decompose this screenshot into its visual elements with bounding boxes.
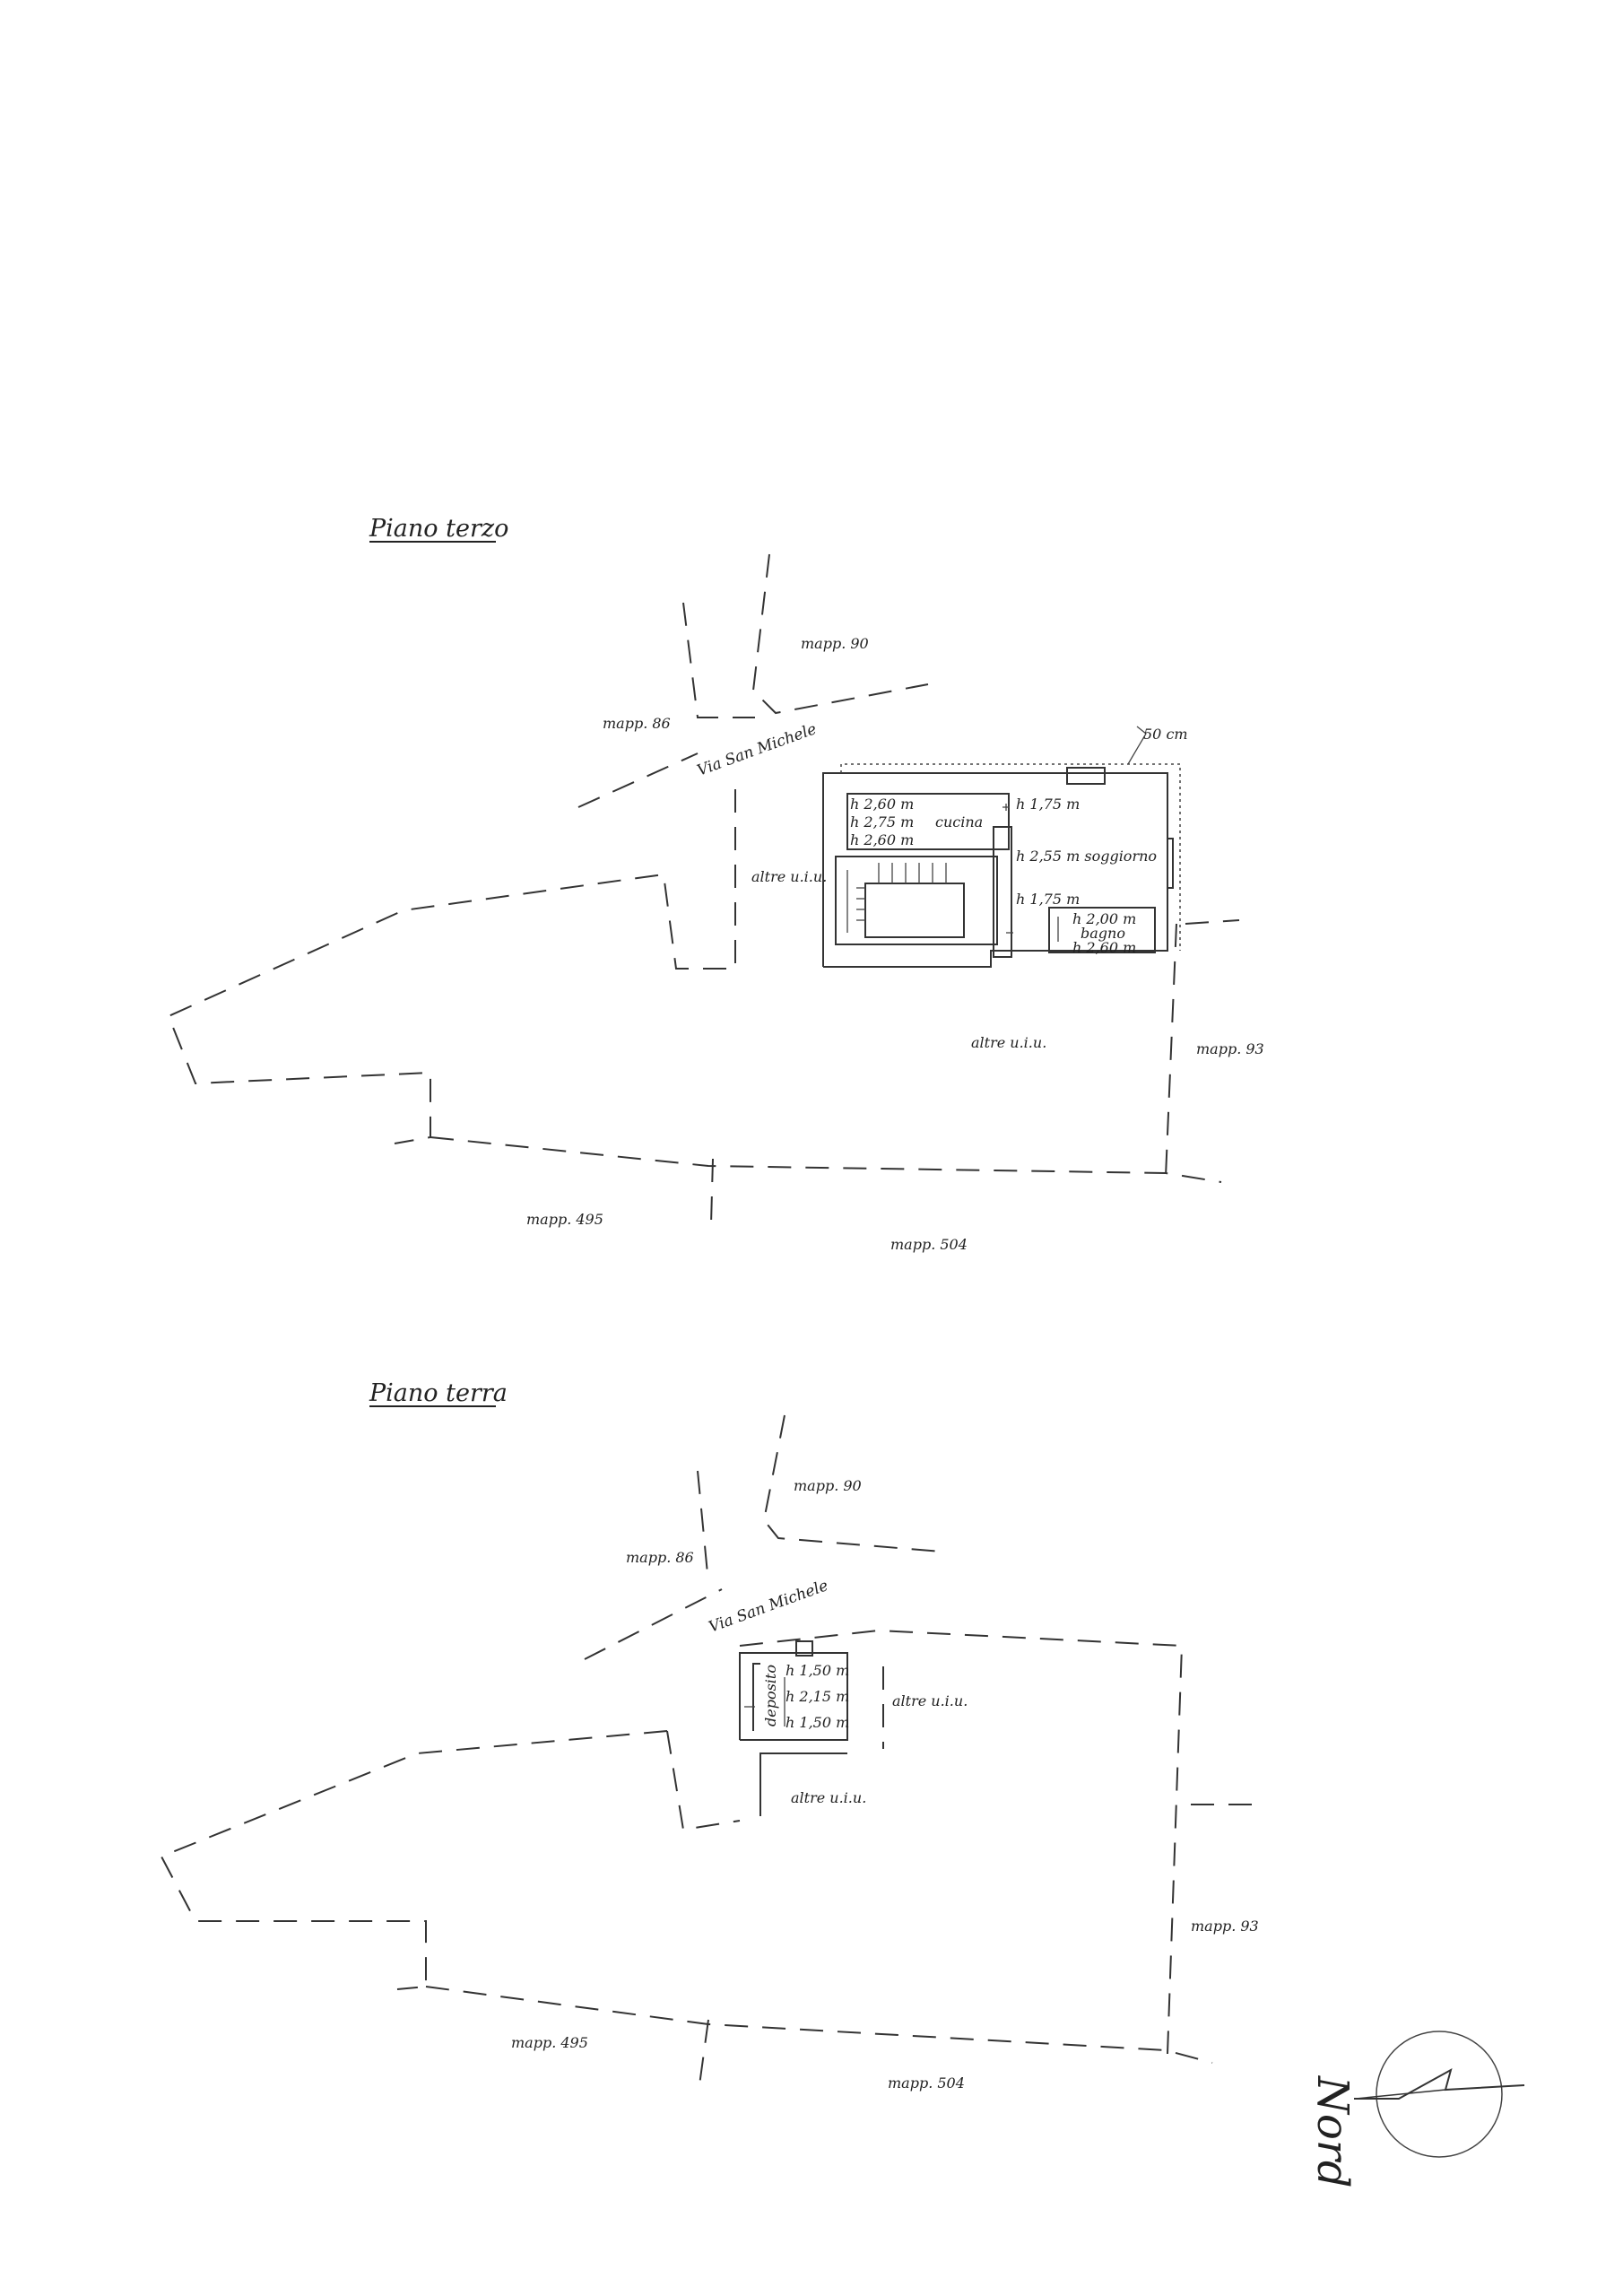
label-altre-uiu-right: altre u.i.u. (892, 1692, 968, 1709)
label-bagno: bagno (1081, 925, 1125, 942)
kitchen-height-3: h 2,60 m (850, 831, 914, 848)
label-mapp-90: mapp. 90 (801, 635, 869, 652)
label-cucina: cucina (935, 813, 983, 831)
kitchen-height-2: h 2,75 m (850, 813, 914, 831)
label-mapp-93: mapp. 93 (1191, 1918, 1259, 1935)
north-label: Nord (1307, 2075, 1358, 2188)
building-outline (822, 726, 1181, 968)
kitchen-room (846, 793, 1010, 850)
dep-height-3: h 1,50 m (785, 1714, 849, 1731)
bathroom-room (1048, 907, 1156, 953)
parcel-boundaries (160, 1414, 1254, 2086)
label-street: Via San Michele (707, 1577, 830, 1637)
bath-height-2: h 2,60 m (1072, 939, 1136, 956)
plan-title: Piano terzo (369, 515, 508, 543)
height-mid: h 1,75 m (1016, 891, 1080, 908)
dep-height-2: h 2,15 m (785, 1688, 849, 1705)
compass-circle-icon (1376, 2031, 1503, 2158)
label-mapp-93: mapp. 93 (1196, 1040, 1264, 1057)
plan-piano-terra: Piano terra mapp. 90 mapp. 86 mapp. 93 (160, 1379, 1259, 2092)
label-dimension-50cm: 50 cm (1143, 726, 1188, 743)
label-mapp-504: mapp. 504 (888, 2074, 965, 2092)
label-mapp-90: mapp. 90 (794, 1477, 862, 1494)
label-mapp-495: mapp. 495 (526, 1211, 603, 1228)
label-street: Via San Michele (695, 720, 819, 780)
bath-height-1: h 2,00 m (1072, 910, 1136, 927)
north-arrow-icon (1354, 2067, 1525, 2100)
building-outline (739, 1640, 848, 1816)
plan-title: Piano terra (369, 1379, 508, 1407)
height-top: h 1,75 m (1016, 796, 1080, 813)
label-soggiorno: h 2,55 m soggiorno (1016, 848, 1157, 865)
kitchen-height-1: h 2,60 m (850, 796, 914, 813)
label-altre-uiu-bottom: altre u.i.u. (791, 1789, 866, 1806)
label-mapp-86: mapp. 86 (626, 1549, 694, 1566)
label-altre-uiu-left: altre u.i.u. (751, 868, 827, 885)
parcel-boundaries (167, 553, 1240, 1225)
label-deposito: deposito (762, 1665, 779, 1726)
label-mapp-504: mapp. 504 (890, 1236, 968, 1253)
dep-height-1: h 1,50 m (785, 1662, 849, 1679)
north-arrow: Nord (1307, 2031, 1525, 2188)
label-mapp-86: mapp. 86 (603, 715, 671, 732)
label-altre-uiu-bottom: altre u.i.u. (971, 1034, 1046, 1051)
label-mapp-495: mapp. 495 (511, 2034, 588, 2051)
plan-piano-terzo: Piano terzo (167, 515, 1264, 1253)
stairwell (835, 856, 998, 945)
